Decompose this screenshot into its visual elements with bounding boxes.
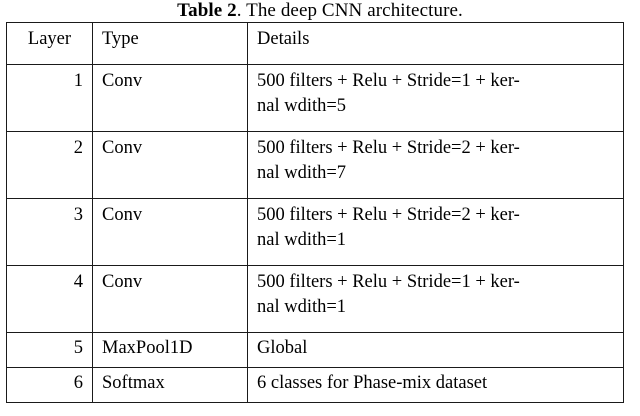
cell-details: 500 filters + Relu + Stride=2 + ker- nal… — [247, 131, 624, 199]
details-line-2: nal wdith=1 — [257, 297, 347, 317]
cell-details: 500 filters + Relu + Stride=1 + ker- nal… — [247, 265, 624, 333]
table-body: 1 Conv 500 filters + Relu + Stride=1 + k… — [6, 64, 624, 403]
table-row: 3 Conv 500 filters + Relu + Stride=2 + k… — [6, 198, 624, 266]
table-row: 2 Conv 500 filters + Relu + Stride=2 + k… — [6, 131, 624, 199]
details-line-1: 500 filters + Relu + Stride=1 + ker- — [257, 71, 520, 91]
details-line-2: nal wdith=7 — [257, 163, 347, 183]
column-header-type: Type — [92, 22, 248, 65]
cell-type: Conv — [92, 198, 248, 266]
cell-details: 500 filters + Relu + Stride=2 + ker- nal… — [247, 198, 624, 266]
details-line-2: nal wdith=5 — [257, 96, 347, 116]
column-header-details: Details — [247, 22, 624, 65]
details-line-1: Global — [257, 338, 308, 358]
cell-type: Conv — [92, 265, 248, 333]
cell-layer: 6 — [6, 367, 93, 403]
cell-type: Conv — [92, 64, 248, 132]
table-header-row: Layer Type Details — [6, 22, 624, 65]
column-header-layer: Layer — [6, 22, 93, 65]
details-line-1: 500 filters + Relu + Stride=1 + ker- — [257, 272, 520, 292]
cell-layer: 2 — [6, 131, 93, 199]
cell-layer: 5 — [6, 332, 93, 368]
cell-details: Global — [247, 332, 624, 368]
details-line-2: nal wdith=1 — [257, 230, 347, 250]
caption-separator: . — [236, 0, 247, 21]
architecture-table-wrapper: Layer Type Details 1 Conv 500 filters + … — [6, 22, 624, 403]
details-line-1: 6 classes for Phase-mix dataset — [257, 373, 488, 393]
cell-type: Conv — [92, 131, 248, 199]
caption-label: Table 2 — [177, 0, 237, 21]
cell-type: MaxPool1D — [92, 332, 248, 368]
architecture-table: Layer Type Details 1 Conv 500 filters + … — [6, 22, 624, 403]
cell-layer: 4 — [6, 265, 93, 333]
table-row: 6 Softmax 6 classes for Phase-mix datase… — [6, 367, 624, 403]
table-caption: Table 2. The deep CNN architecture. — [0, 0, 640, 23]
details-line-1: 500 filters + Relu + Stride=2 + ker- — [257, 205, 520, 225]
table-row: 1 Conv 500 filters + Relu + Stride=1 + k… — [6, 64, 624, 132]
cell-type: Softmax — [92, 367, 248, 403]
table-header: Layer Type Details — [6, 22, 624, 65]
caption-text: The deep CNN architecture. — [246, 0, 463, 21]
cell-layer: 1 — [6, 64, 93, 132]
cell-details: 6 classes for Phase-mix dataset — [247, 367, 624, 403]
details-line-1: 500 filters + Relu + Stride=2 + ker- — [257, 138, 520, 158]
cell-details: 500 filters + Relu + Stride=1 + ker- nal… — [247, 64, 624, 132]
table-row: 5 MaxPool1D Global — [6, 332, 624, 368]
cell-layer: 3 — [6, 198, 93, 266]
table-row: 4 Conv 500 filters + Relu + Stride=1 + k… — [6, 265, 624, 333]
